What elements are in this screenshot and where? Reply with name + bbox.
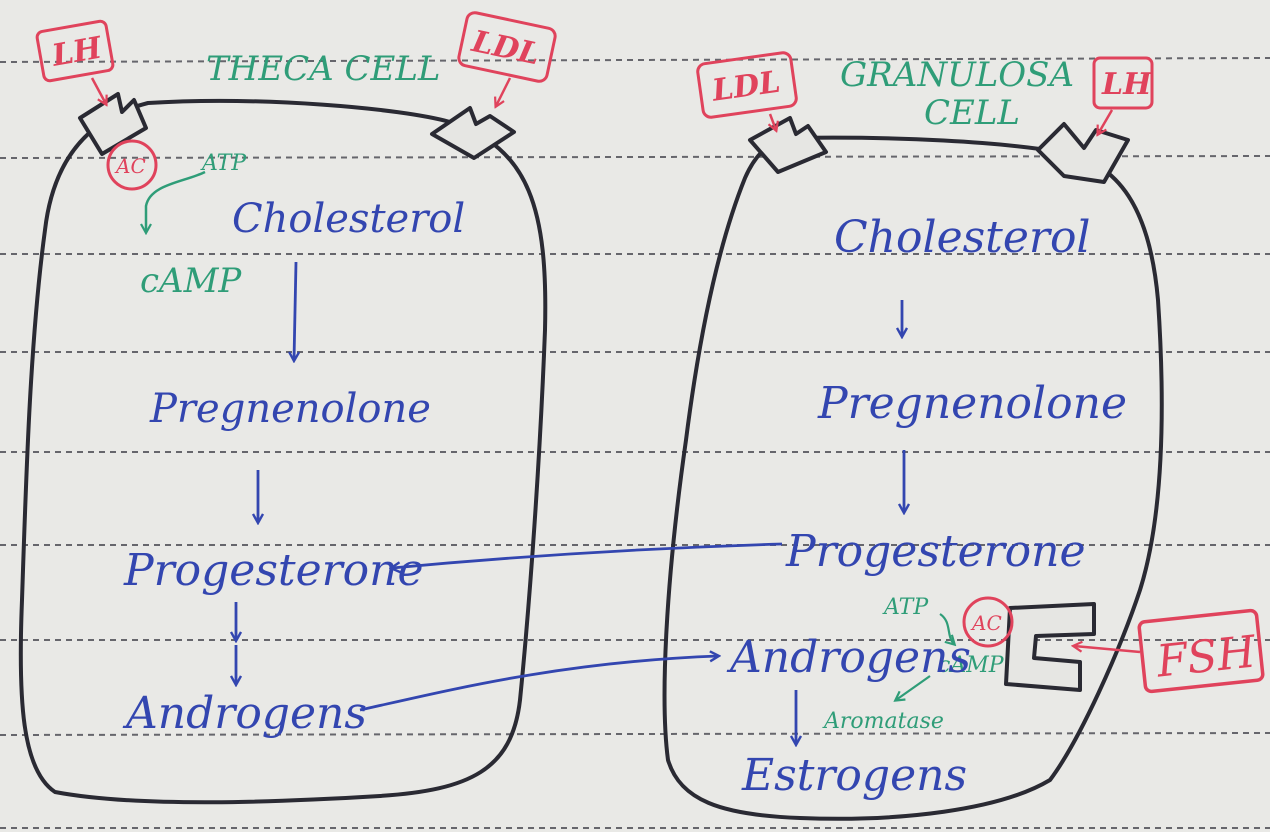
granulosa-fsh-arrow bbox=[1074, 646, 1140, 652]
granulosa-ldl-label: LDL bbox=[709, 65, 782, 109]
theca-camp-label: cAMP bbox=[140, 261, 242, 301]
granulosa-cell-title-line2: CELL bbox=[924, 93, 1020, 133]
granulosa-progesterone-label: Progesterone bbox=[785, 526, 1086, 577]
theca-ldl-arrow bbox=[496, 78, 510, 106]
granulosa-aromatase-label: Aromatase bbox=[822, 709, 944, 734]
granulosa-lh-label: LH bbox=[1101, 67, 1153, 102]
progesterone-granulosa-to-theca-arrow bbox=[392, 544, 782, 568]
granulosa-fsh-label: FSH bbox=[1153, 626, 1259, 687]
granulosa-pregnenolone-label: Pregnenolone bbox=[817, 378, 1127, 429]
granulosa-atp-label: ATP bbox=[882, 595, 929, 620]
granulosa-ac-label: AC bbox=[970, 611, 1002, 635]
theca-progesterone-label: Progesterone bbox=[123, 545, 424, 596]
theca-lh-label: LH bbox=[49, 30, 106, 74]
theca-cholesterol-label: Cholesterol bbox=[232, 196, 465, 242]
granulosa-cholesterol-label: Cholesterol bbox=[834, 212, 1091, 263]
granulosa-ldl-receptor bbox=[750, 118, 826, 172]
theca-lh-receptor bbox=[80, 94, 146, 154]
granulosa-lh-arrow bbox=[1098, 110, 1112, 134]
theca-arrow-cholesterol-to-pregnenolone bbox=[294, 262, 296, 360]
granulosa-lh-receptor bbox=[1038, 124, 1128, 182]
theca-ac-label: AC bbox=[114, 154, 146, 178]
theca-ldl-label: LDL bbox=[468, 24, 543, 73]
theca-androgens-label: Androgens bbox=[122, 688, 367, 739]
theca-lh-arrow bbox=[92, 78, 106, 104]
theca-pregnenolone-label: Pregnenolone bbox=[149, 386, 431, 432]
granulosa-androgens-label: Androgens bbox=[726, 632, 971, 683]
theca-cell-title: THECA CELL bbox=[206, 49, 441, 89]
theca-atp-label: ATP bbox=[200, 151, 247, 176]
theca-atp-to-camp-arrow bbox=[146, 172, 205, 232]
granulosa-cell-title-line1: GRANULOSA bbox=[840, 55, 1074, 95]
granulosa-estrogens-label: Estrogens bbox=[741, 750, 967, 801]
